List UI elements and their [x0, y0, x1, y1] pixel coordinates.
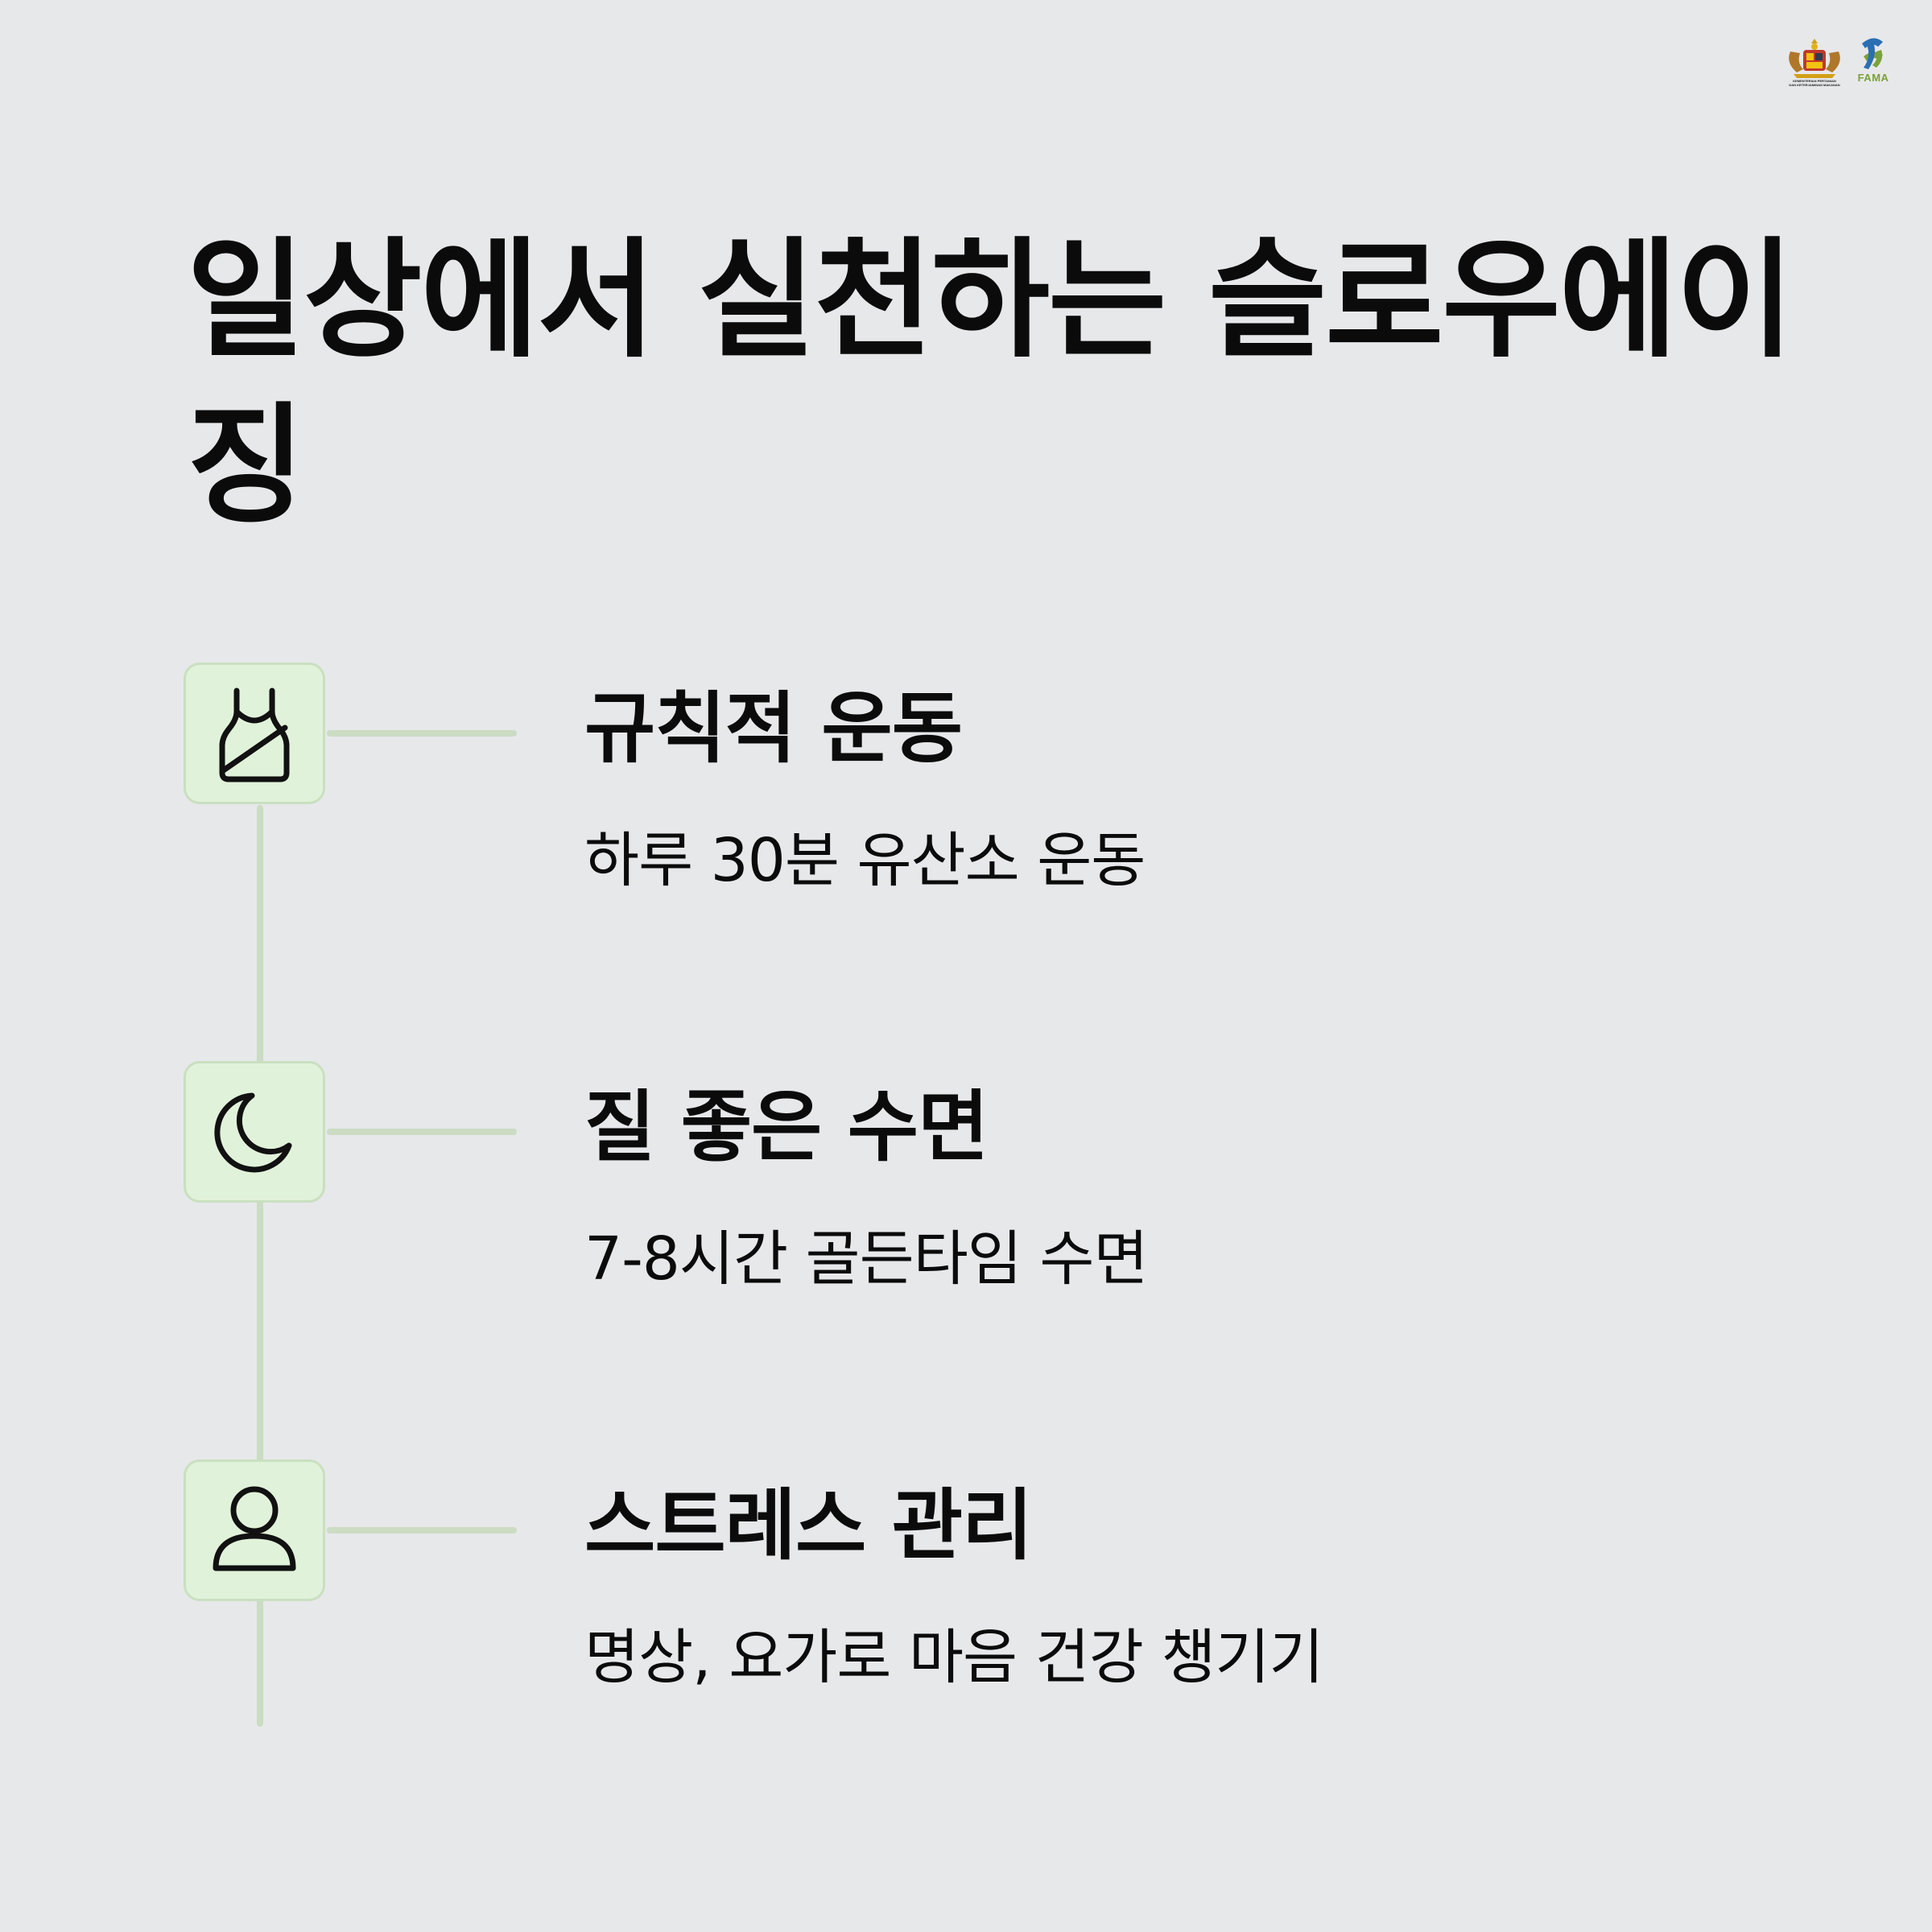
- list-item-exercise: 규칙적 운동 하루 30분 유산소 운동: [184, 663, 1794, 895]
- page-title: 일상에서 실천하는 슬로우에이징: [187, 225, 1794, 540]
- item-description: 7-8시간 골든타임 수면: [584, 1224, 1149, 1294]
- timeline-connector: [327, 1129, 517, 1135]
- tank-top-icon: [219, 687, 290, 782]
- ministry-logo: KEMENTERIAN PERTANIAN DAN KETERJAMINAN M…: [1782, 35, 1847, 89]
- item-title: 질 좋은 수면: [584, 1082, 989, 1172]
- timeline-connector: [327, 1527, 517, 1534]
- icon-box: [184, 663, 325, 804]
- person-icon: [213, 1486, 296, 1571]
- fama-logo-icon: [1862, 38, 1883, 69]
- fama-wordmark: FAMA: [1857, 72, 1889, 84]
- item-description: 명상, 요가로 마음 건강 챙기기: [584, 1623, 1324, 1692]
- timeline-line: [257, 805, 263, 1727]
- item-title: 스트레스 관리: [584, 1480, 1033, 1571]
- icon-box: [184, 1061, 325, 1203]
- ministry-crest-icon: [1789, 39, 1840, 78]
- ministry-name-line1: KEMENTERIAN PERTANIAN: [1793, 79, 1836, 83]
- ministry-name-line2: DAN KETERJAMINAN MAKANAN: [1789, 83, 1840, 87]
- icon-box: [184, 1459, 325, 1601]
- item-title: 규칙적 운동: [584, 683, 963, 774]
- list-item-sleep: 질 좋은 수면 7-8시간 골든타임 수면: [184, 1061, 1794, 1294]
- moon-icon: [214, 1092, 292, 1173]
- list-item-stress: 스트레스 관리 명상, 요가로 마음 건강 챙기기: [184, 1459, 1794, 1692]
- fama-logo: FAMA: [1855, 35, 1892, 89]
- logo-group: KEMENTERIAN PERTANIAN DAN KETERJAMINAN M…: [1782, 35, 1892, 89]
- timeline-connector: [327, 730, 517, 737]
- item-description: 하루 30분 유산소 운동: [584, 826, 1146, 895]
